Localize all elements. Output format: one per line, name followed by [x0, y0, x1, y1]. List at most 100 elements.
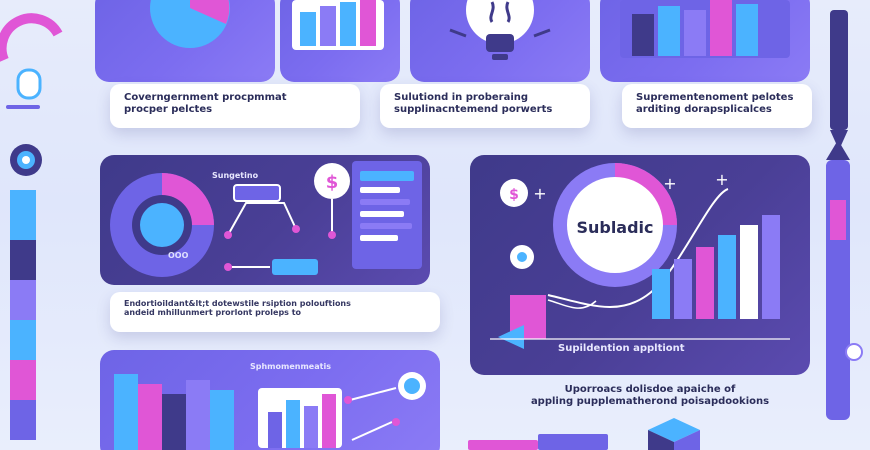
mini-bar [632, 14, 654, 56]
caption-card-top-mid: Sulutiond in proberaing supplinacntemend… [380, 84, 590, 128]
caption-right: Uporroacs dolisdoe apaiche of appling pu… [500, 384, 800, 407]
panel-label: Sungetino [212, 171, 259, 180]
bar [186, 380, 210, 450]
doc-line [360, 223, 412, 229]
dollar-icon [314, 163, 350, 199]
node-box [233, 184, 281, 202]
caption-line: Sulutiond in proberaing [394, 92, 529, 103]
caption-card-mid-left: Endortioildant&lt;t dotewstile rsiption … [110, 292, 440, 332]
mini-bar [684, 10, 706, 56]
top-right-panel [600, 0, 810, 82]
right-big-svg: $ + + + [490, 163, 790, 349]
panel-label: OOO [168, 251, 189, 260]
plus-icon: + [715, 170, 728, 189]
caption-line: procper pelctes [124, 103, 213, 115]
ray [533, 28, 551, 38]
right-big-panel: $ + + + Subladic Supildention appltiont [470, 155, 810, 375]
bottom-left-svg [114, 372, 426, 450]
left-decor-svg [0, 13, 63, 440]
ring-label: Subladic [576, 218, 654, 237]
left-bar-segment [10, 280, 36, 320]
center-left-panel: $ Sungetino OOO [100, 155, 430, 285]
lightbulb-icon [466, 0, 534, 44]
bottom-label: Supildention appltiont [558, 343, 685, 354]
plus-icon: + [663, 174, 676, 193]
pencil-icon [830, 10, 848, 130]
mini-bar [286, 400, 300, 448]
top-left-panel [95, 0, 275, 82]
lightbulb-base [492, 54, 508, 60]
arrow-icon [498, 325, 524, 349]
node [392, 418, 400, 426]
mini-bar [360, 0, 376, 46]
node [344, 396, 352, 404]
pencil-icon [830, 130, 848, 150]
mini-bar [320, 6, 336, 46]
caption-line: arditing dorapsplicalces [636, 103, 772, 115]
bar [674, 259, 692, 319]
node-box [272, 259, 318, 275]
cube-icon [648, 430, 674, 450]
mini-bar [658, 6, 680, 56]
top-mid-right-svg [449, 0, 551, 60]
caption-line: Suprementenoment pelotes [636, 92, 794, 103]
left-bar-segment [10, 240, 36, 280]
mini-bar [322, 394, 336, 448]
bottom-right-decor [468, 414, 798, 450]
divider [6, 105, 40, 109]
cube-icon [674, 430, 700, 450]
panel-label: Sphmomenmeatis [250, 362, 331, 371]
top-mid-left-panel [280, 0, 400, 82]
bar [114, 374, 138, 450]
left-bar-segment [10, 360, 36, 400]
loop-icon [16, 68, 42, 100]
caption-line: Coverngernment procpmmat [124, 92, 287, 103]
node [328, 231, 336, 239]
doc-line [360, 171, 414, 181]
badge-icon [517, 252, 527, 262]
mini-bar [340, 2, 356, 46]
pencil-icon [826, 160, 850, 420]
bottom-right-svg [468, 418, 700, 450]
plus-icon: + [533, 184, 546, 203]
left-bar-segment [10, 320, 36, 360]
bar [162, 394, 186, 450]
caption-line: Uporroacs dolisdoe apaiche of [564, 384, 736, 395]
doc-line [360, 199, 410, 205]
pie-slice [190, 0, 230, 24]
bottom-left-panel: Sphmomenmeatis [100, 350, 440, 450]
bar [652, 269, 670, 319]
cloud-icon [404, 378, 420, 394]
mini-bar [710, 0, 732, 56]
node [224, 263, 232, 271]
node [292, 225, 300, 233]
left-bar-segment [10, 190, 36, 240]
bar [740, 225, 758, 319]
mini-bar [300, 12, 316, 46]
node [224, 231, 232, 239]
mini-bar [304, 406, 318, 448]
lightbulb-filament [489, 1, 511, 23]
top-mid-right-panel [410, 0, 590, 82]
bar [762, 215, 780, 319]
mini-bar [268, 412, 282, 448]
doc-line [360, 187, 400, 193]
caption-line: supplinacntemend porwerts [394, 103, 553, 115]
block [468, 440, 538, 450]
dollar-icon: $ [326, 172, 339, 193]
node-line [349, 387, 397, 401]
mini-bar [736, 4, 758, 56]
dollar-icon: $ [509, 187, 519, 203]
bar [696, 247, 714, 319]
ray [449, 28, 467, 38]
pencil-icon [826, 140, 850, 160]
lightbulb-icon [845, 343, 863, 361]
node-line [227, 202, 297, 236]
lightbulb-base [486, 34, 514, 52]
caption-card-top-left: Coverngernment procpmmat procper pelctes [110, 84, 360, 128]
doc-line [360, 235, 398, 241]
bar [718, 235, 736, 319]
caption-card-top-right: Suprementenoment pelotes arditing doraps… [622, 84, 812, 128]
doc-line [360, 211, 404, 217]
block [538, 434, 608, 450]
